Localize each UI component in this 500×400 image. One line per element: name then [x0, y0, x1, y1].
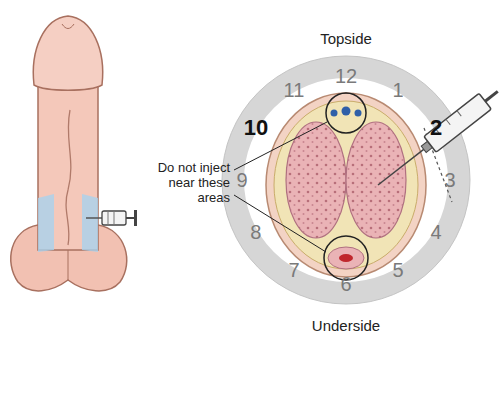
clock-number: 1: [392, 80, 403, 100]
clock-number: 11: [284, 80, 305, 100]
clock-number: 6: [340, 274, 351, 294]
clock-number: 8: [250, 222, 261, 242]
clock-number: 3: [444, 170, 455, 190]
clock-number: 12: [335, 66, 357, 86]
clock-number: 7: [288, 260, 299, 280]
side-label: Topside: [320, 31, 372, 46]
clock-number: 4: [431, 222, 442, 242]
clock-number: 2: [430, 117, 442, 139]
clock-ring: [233, 67, 459, 293]
cross-section: [266, 93, 426, 280]
syringe: [372, 84, 500, 193]
side-view: [11, 16, 137, 291]
warning-callout: Do not inject near these areas: [140, 160, 230, 205]
side-label: Underside: [312, 318, 380, 333]
clock-number: 10: [244, 117, 268, 139]
clock-number: 9: [236, 170, 247, 190]
leader-line: [234, 195, 326, 252]
clock-number: 5: [392, 260, 403, 280]
